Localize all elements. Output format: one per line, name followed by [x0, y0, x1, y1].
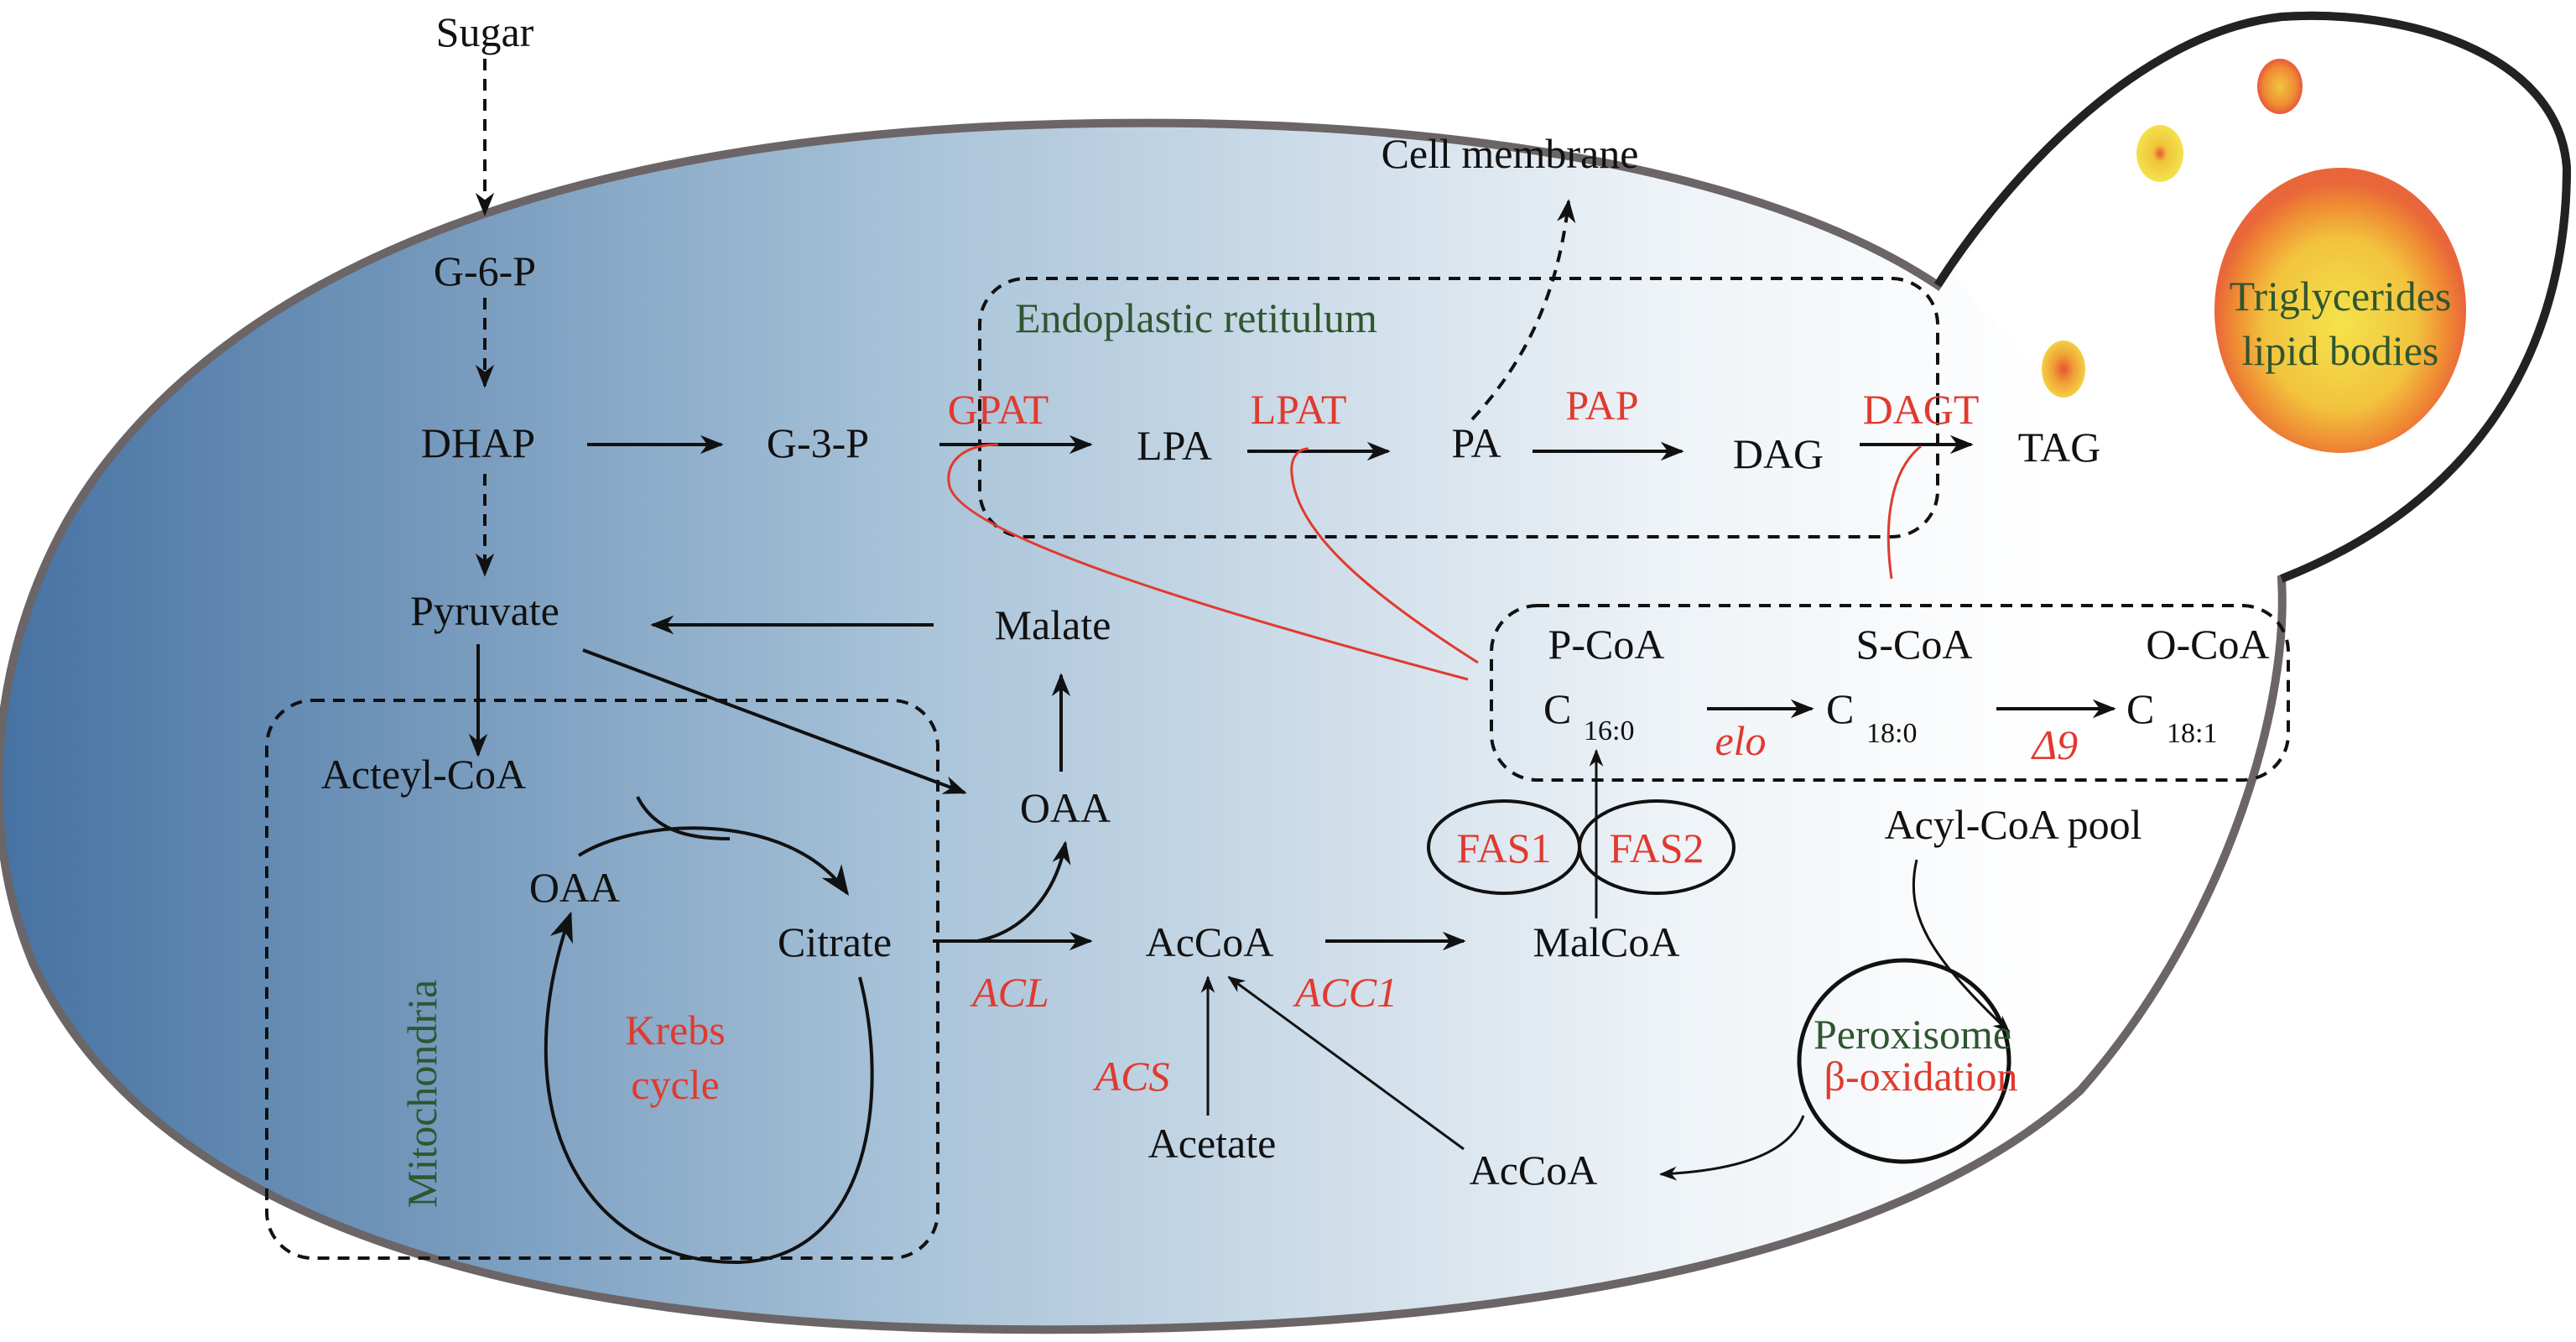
er-label: Endoplastic retitulum — [1015, 294, 1377, 341]
enzyme-pap: PAP — [1565, 382, 1638, 429]
metabolite-oaa-mito: OAA — [529, 864, 620, 911]
metabolite-dag: DAG — [1733, 430, 1824, 477]
metabolite-accoa-peroxisome: AcCoA — [1470, 1147, 1598, 1194]
acyl-link-lpat — [1290, 447, 1479, 664]
metabolite-acyl-coa-pool: Acyl-CoA pool — [1885, 801, 2142, 848]
enzyme-gpat: GPAT — [948, 386, 1049, 433]
metabolite-c18-0: C — [1826, 685, 1854, 732]
lipid-droplet-yellow — [2136, 125, 2183, 182]
enzyme-fas2: FAS2 — [1609, 824, 1704, 871]
enzyme-delta9: Δ9 — [2031, 721, 2078, 768]
bud-outline — [1933, 11, 2572, 583]
metabolite-acetyl-coa-mito: Acteyl-CoA — [321, 751, 526, 798]
arrow-pa-membrane — [1470, 199, 1576, 421]
arrow-pyruvate-oaa — [582, 648, 967, 794]
arrow-peroxisome-accoa — [1658, 1115, 1805, 1181]
lipid-droplet-small — [2042, 341, 2085, 398]
enzyme-elo: elo — [1715, 717, 1766, 764]
metabolite-g3p: G-3-P — [767, 419, 869, 466]
arrow-citrate-oaa — [976, 840, 1071, 943]
metabolite-malate: Malate — [995, 601, 1111, 648]
enzyme-lpat: LPAT — [1251, 386, 1347, 433]
fatty-acid-compartment — [1490, 604, 2290, 782]
lipid-body-large — [2214, 168, 2466, 453]
metabolite-tag: TAG — [2018, 424, 2101, 471]
krebs-cycle-loop — [544, 911, 874, 1265]
metabolite-citrate: Citrate — [778, 918, 892, 965]
enzyme-acc1: ACC1 — [1293, 969, 1397, 1016]
beta-oxidation-label: β-oxidation — [1824, 1053, 2018, 1100]
er-compartment — [978, 277, 1939, 538]
lipid-label-line1: Triglycerides — [2230, 273, 2452, 320]
krebs-label-line2: cycle — [631, 1061, 719, 1108]
metabolite-accoa: AcCoA — [1146, 918, 1274, 965]
metabolite-oaa-cytosol: OAA — [1020, 784, 1111, 831]
metabolite-o-coa: O-CoA — [2146, 621, 2269, 668]
mitochondria-label: Mitochondria — [398, 980, 445, 1208]
krebs-label-line1: Krebs — [625, 1006, 725, 1053]
enzyme-fas2-ring — [1578, 799, 1736, 895]
metabolite-p-coa: P-CoA — [1548, 621, 1665, 668]
metabolite-pa: PA — [1451, 419, 1501, 466]
metabolite-malcoa: MalCoA — [1533, 918, 1680, 965]
metabolite-c18-1: C — [2126, 685, 2154, 732]
metabolite-dhap: DHAP — [421, 419, 535, 466]
arrow-oaa-citrate — [577, 826, 850, 896]
enzyme-acl: ACL — [970, 969, 1049, 1016]
lipid-droplet-orange — [2257, 59, 2303, 114]
acyl-link-dagt — [1886, 445, 1922, 580]
acyl-link-gpat — [947, 443, 1469, 681]
arrow-pool-peroxisome — [1912, 859, 2011, 1033]
mitochondria-compartment — [265, 699, 939, 1260]
metabolite-c18-0-subscript: 18:0 — [1866, 718, 1917, 749]
metabolite-c16-0-subscript: 16:0 — [1584, 715, 1634, 746]
arrow-perox-accoa-to-accoa — [1227, 975, 1465, 1151]
metabolite-pyruvate: Pyruvate — [410, 587, 559, 634]
metabolite-acetate: Acetate — [1148, 1120, 1277, 1167]
metabolite-cell-membrane: Cell membrane — [1382, 130, 1639, 177]
enzyme-acs: ACS — [1093, 1053, 1170, 1100]
peroxisome-organelle — [1797, 958, 2011, 1164]
metabolite-sugar: Sugar — [436, 8, 534, 55]
metabolite-c18-1-subscript: 18:1 — [2167, 718, 2217, 749]
peroxisome-label: Peroxisome — [1814, 1011, 2011, 1058]
lipid-label-line2: lipid bodies — [2242, 327, 2439, 374]
metabolite-lpa: LPA — [1137, 422, 1212, 469]
enzyme-dagt: DAGT — [1863, 386, 1980, 433]
metabolite-g6p: G-6-P — [434, 247, 536, 294]
metabolite-s-coa: S-CoA — [1856, 621, 1973, 668]
enzyme-fas1: FAS1 — [1456, 824, 1551, 871]
metabolite-c16-0: C — [1543, 685, 1571, 732]
